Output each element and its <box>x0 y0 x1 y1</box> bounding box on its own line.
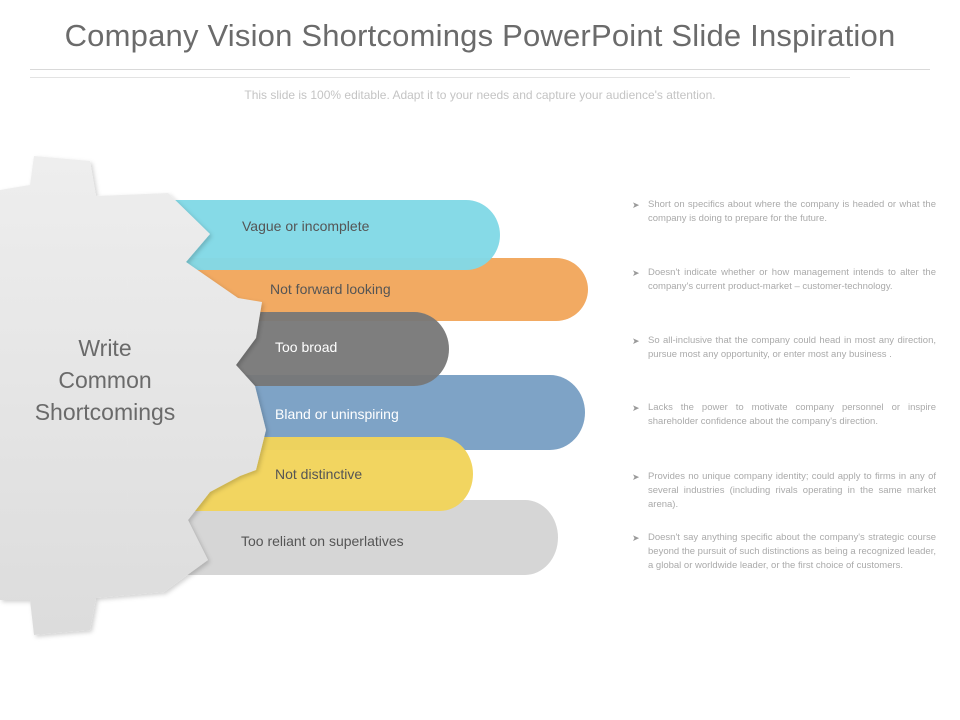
chevron-right-icon: ➤ <box>632 200 640 210</box>
note-item: ➤ Doesn't indicate whether or how manage… <box>632 266 936 294</box>
chevron-right-icon: ➤ <box>632 403 640 413</box>
bar-too-reliant-on-superlatives <box>150 500 558 575</box>
bar-label-broad: Too broad <box>275 339 338 355</box>
chevron-right-icon: ➤ <box>632 472 640 482</box>
note-text: Doesn't indicate whether or how manageme… <box>648 267 936 292</box>
note-text: Short on specifics about where the compa… <box>648 199 936 224</box>
note-item: ➤ Short on specifics about where the com… <box>632 198 936 226</box>
note-item: ➤ Doesn't say anything specific about th… <box>632 531 936 573</box>
note-text: Lacks the power to motivate company pers… <box>648 402 936 427</box>
gear-label-line: Write <box>78 335 132 361</box>
note-item: ➤ Lacks the power to motivate company pe… <box>632 401 936 429</box>
slide-title: Company Vision Shortcomings PowerPoint S… <box>64 18 896 53</box>
slide-subtitle: This slide is 100% editable. Adapt it to… <box>244 88 716 102</box>
title-rule-secondary <box>30 77 850 78</box>
note-text: Provides no unique company identity; cou… <box>648 471 936 510</box>
note-text: Doesn't say anything specific about the … <box>648 532 936 571</box>
note-text: So all-inclusive that the company could … <box>648 335 936 360</box>
gear-shape <box>0 156 266 635</box>
gear-label: Write Common Shortcomings <box>10 332 200 428</box>
bar-vague-or-incomplete <box>150 200 500 270</box>
bar-label-vague: Vague or incomplete <box>242 218 370 234</box>
bar-label-bland: Bland or uninspiring <box>275 406 399 422</box>
bar-label-superlatives: Too reliant on superlatives <box>241 533 404 549</box>
chevron-right-icon: ➤ <box>632 336 640 346</box>
bar-label-forward: Not forward looking <box>270 281 391 297</box>
bar-label-distinctive: Not distinctive <box>275 466 363 482</box>
title-rule <box>30 69 930 70</box>
gear-label-line: Common <box>58 367 152 393</box>
note-item: ➤ Provides no unique company identity; c… <box>632 470 936 512</box>
gear-label-line: Shortcomings <box>34 399 176 425</box>
chevron-right-icon: ➤ <box>632 268 640 278</box>
note-item: ➤ So all-inclusive that the company coul… <box>632 334 936 362</box>
chevron-right-icon: ➤ <box>632 533 640 543</box>
